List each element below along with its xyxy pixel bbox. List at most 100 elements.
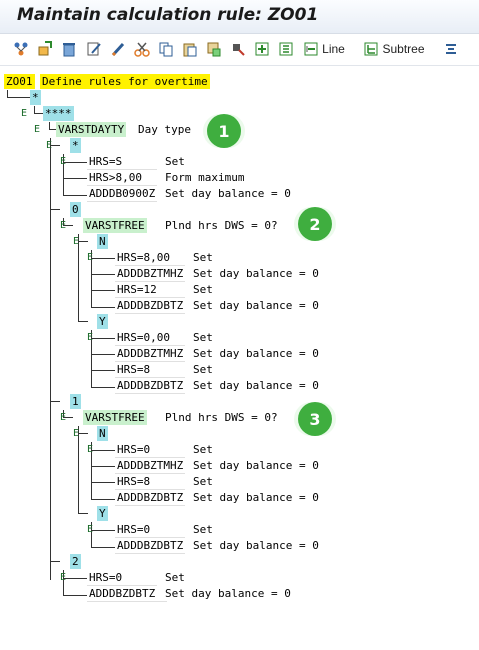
operation-text: Set day balance = 0 <box>165 587 291 600</box>
node-varstdayty[interactable]: E VARSTDAYTY Day type <box>46 122 246 151</box>
rule-row[interactable]: ADDDBZDBTZ Set day balance = 0 <box>87 586 327 602</box>
line-button[interactable]: Line <box>301 39 347 59</box>
expand-icon[interactable]: E <box>60 156 67 167</box>
node-n[interactable]: E N <box>87 234 117 263</box>
operation-text: Form maximum <box>165 171 245 184</box>
rule-row[interactable]: ADDDBZTMHZ Set day balance = 0 <box>115 458 335 474</box>
operation: HRS>8,00 <box>87 170 157 186</box>
subtree-label: Subtree <box>382 42 425 56</box>
expand-icon[interactable]: E <box>87 332 94 343</box>
node-y[interactable]: E Y <box>87 314 117 343</box>
rule-row[interactable]: HRS=8 Set <box>115 474 335 490</box>
node-varstfree[interactable]: E VARSTFREE Plnd hrs DWS = 0? <box>73 410 293 439</box>
operation: HRS=0 <box>87 570 157 586</box>
expand-icon[interactable]: E <box>46 140 53 151</box>
delete-icon[interactable] <box>60 39 78 59</box>
operation-text: Set <box>193 331 213 344</box>
rule-row[interactable]: ADDDBZTMHZ Set day balance = 0 <box>115 266 335 282</box>
operation-text: Set <box>193 283 213 296</box>
operation-text: Set day balance = 0 <box>193 491 319 504</box>
rule-row[interactable]: HRS=0 Set <box>115 442 335 458</box>
operation-text: Set day balance = 0 <box>193 379 319 392</box>
expand-icon[interactable]: E <box>21 108 28 119</box>
daytype-star-label: * <box>70 138 81 153</box>
operation: HRS=8,00 <box>115 250 185 266</box>
rule-row[interactable]: HRS=8 Set <box>115 362 335 378</box>
node-y[interactable]: E Y <box>87 506 117 535</box>
rule-row[interactable]: ADDDBZTMHZ Set day balance = 0 <box>115 346 335 362</box>
rule-row[interactable]: HRS=8,00 Set <box>115 250 335 266</box>
rule-row[interactable]: HRS=0 Set <box>87 570 307 586</box>
node-daytype-1[interactable]: E 1 <box>60 394 90 423</box>
rule-row[interactable]: ADDDBZDBTZ Set day balance = 0 <box>115 378 335 394</box>
operation: ADDDBZTMHZ <box>115 346 185 362</box>
node-daytype-star[interactable]: E * <box>60 138 90 167</box>
operation-text: Set day balance = 0 <box>193 539 319 552</box>
copy-icon[interactable] <box>157 39 175 59</box>
operation: HRS=0 <box>115 522 185 538</box>
paste-below-icon[interactable] <box>205 39 223 59</box>
subtree-button[interactable]: Subtree <box>361 39 427 59</box>
rule-row[interactable]: ADDDBZDBTZ Set day balance = 0 <box>115 298 335 314</box>
varstfree-code: VARSTFREE <box>83 410 147 425</box>
node-star4[interactable]: E **** <box>34 106 84 135</box>
node-daytype-2[interactable]: E 2 <box>60 554 90 583</box>
callout-badge-2: 2 <box>298 207 332 241</box>
new-icon[interactable] <box>36 39 54 59</box>
paste-icon[interactable] <box>181 39 199 59</box>
cut-icon[interactable] <box>133 39 151 59</box>
expand-icon[interactable]: E <box>60 412 67 423</box>
callout-badge-3: 3 <box>298 402 332 436</box>
expand-icon[interactable]: E <box>73 428 80 439</box>
node-daytype-0[interactable]: E 0 <box>60 202 90 231</box>
operation: ADDDBZDBTZ <box>115 490 185 506</box>
varstdayty-code: VARSTDAYTY <box>56 122 127 137</box>
operation-text: Set <box>193 523 213 536</box>
expand-icon[interactable]: E <box>87 444 94 455</box>
operation-text: Set day balance = 0 <box>193 347 319 360</box>
varstfree-text: Plnd hrs DWS = 0? <box>165 411 278 424</box>
operation: ADDDBZTMHZ <box>115 458 185 474</box>
insert-sub-icon[interactable] <box>277 39 295 59</box>
tree-root[interactable]: ZO01 Define rules for overtime <box>4 74 224 90</box>
settings-icon[interactable] <box>442 39 460 59</box>
node-n[interactable]: E N <box>87 426 117 455</box>
rule-row[interactable]: HRS=12 Set <box>115 282 335 298</box>
expand-icon[interactable]: E <box>60 220 67 231</box>
callout-badge-1: 1 <box>207 114 241 148</box>
expand-icon[interactable]: E <box>60 572 67 583</box>
pencil-icon[interactable] <box>109 39 127 59</box>
daytype-0-label: 0 <box>70 202 81 217</box>
flag-icon[interactable] <box>229 39 247 59</box>
hierarchy-icon[interactable] <box>12 39 30 59</box>
expand-icon[interactable]: E <box>73 236 80 247</box>
operation: ADDDBZDBTZ <box>115 298 185 314</box>
rule-row[interactable]: HRS>8,00 Form maximum <box>87 170 307 186</box>
y-label: Y <box>97 314 108 329</box>
expand-icon[interactable]: E <box>87 524 94 535</box>
edit-icon[interactable] <box>85 39 103 59</box>
operation-text: Set <box>193 443 213 456</box>
expand-icon[interactable]: E <box>34 124 41 135</box>
n-label: N <box>97 234 108 249</box>
insert-icon[interactable] <box>253 39 271 59</box>
operation-text: Set day balance = 0 <box>193 459 319 472</box>
operation-text: Set <box>193 363 213 376</box>
operation: HRS=8 <box>115 362 185 378</box>
node-varstfree[interactable]: E VARSTFREE Plnd hrs DWS = 0? <box>73 218 293 247</box>
operation: HRS=0,00 <box>115 330 185 346</box>
y-label: Y <box>97 506 108 521</box>
node-star[interactable]: E * <box>21 90 51 119</box>
rule-row[interactable]: ADDDB0900Z Set day balance = 0 <box>87 186 327 202</box>
rule-row[interactable]: HRS=S Set <box>87 154 307 170</box>
operation: ADDDBZDBTZ <box>115 538 185 554</box>
expand-icon[interactable]: E <box>87 252 94 263</box>
rule-row[interactable]: ADDDBZDBTZ Set day balance = 0 <box>115 538 335 554</box>
rule-row[interactable]: HRS=0,00 Set <box>115 330 335 346</box>
node-star4-label: **** <box>43 106 74 121</box>
n-label: N <box>97 426 108 441</box>
operation: ADDDBZDBTZ <box>115 378 185 394</box>
rule-row[interactable]: HRS=0 Set <box>115 522 335 538</box>
rule-row[interactable]: ADDDBZDBTZ Set day balance = 0 <box>115 490 335 506</box>
daytype-1-label: 1 <box>70 394 81 409</box>
